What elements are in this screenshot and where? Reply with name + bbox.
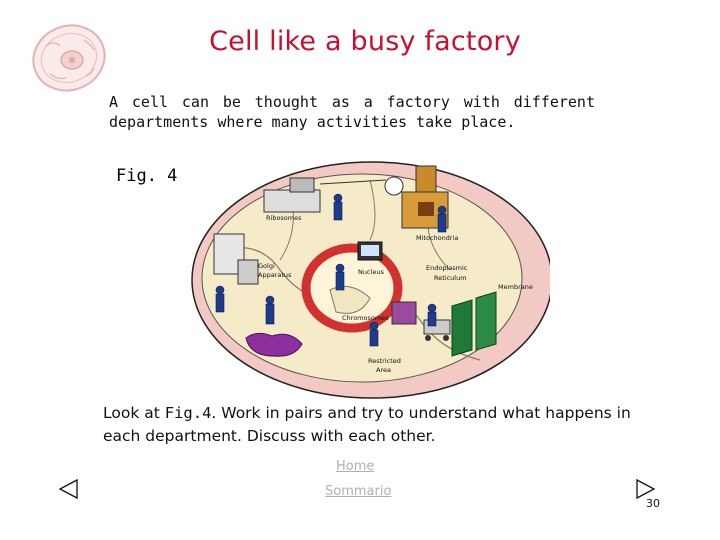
label-golgi-1: Golgi bbox=[258, 262, 275, 270]
label-mitochondria: Mitochondria bbox=[416, 234, 458, 242]
label-restricted-2: Area bbox=[376, 366, 391, 374]
instruction-lead: Look at bbox=[103, 404, 165, 422]
sommario-link[interactable]: Sommario bbox=[325, 484, 392, 499]
next-slide-button[interactable] bbox=[634, 478, 656, 504]
home-link[interactable]: Home bbox=[336, 459, 375, 474]
page-number: 30 bbox=[646, 497, 660, 510]
label-membrane: Membrane bbox=[498, 283, 533, 291]
label-ribosomes: Ribosomes bbox=[266, 214, 302, 222]
figure-label: Fig. 4 bbox=[116, 166, 178, 186]
intro-text: A cell can be thought as a factory with … bbox=[109, 93, 595, 131]
slide-title: Cell like a busy factory bbox=[209, 26, 521, 57]
label-nucleus: Nucleus bbox=[358, 268, 384, 276]
triangle-left-icon bbox=[58, 478, 78, 500]
instruction-rest: . Work in pairs and try to understand wh… bbox=[103, 404, 631, 445]
cell-logo-icon bbox=[24, 16, 114, 100]
instruction-text: Look at Fig.4. Work in pairs and try to … bbox=[103, 402, 663, 448]
label-er-2: Reticulum bbox=[434, 274, 467, 282]
instruction-figure-ref: Fig.4 bbox=[164, 404, 212, 422]
previous-slide-button[interactable] bbox=[58, 478, 80, 504]
label-restricted-1: Restricted bbox=[368, 357, 401, 365]
cell-factory-illustration: Ribosomes Mitochondria Golgi Apparatus N… bbox=[180, 150, 550, 400]
label-er-1: Endoplasmic bbox=[426, 264, 468, 272]
label-chromosomes: Chromosomes bbox=[342, 314, 389, 322]
label-golgi-2: Apparatus bbox=[258, 271, 292, 279]
triangle-right-icon bbox=[636, 478, 656, 500]
